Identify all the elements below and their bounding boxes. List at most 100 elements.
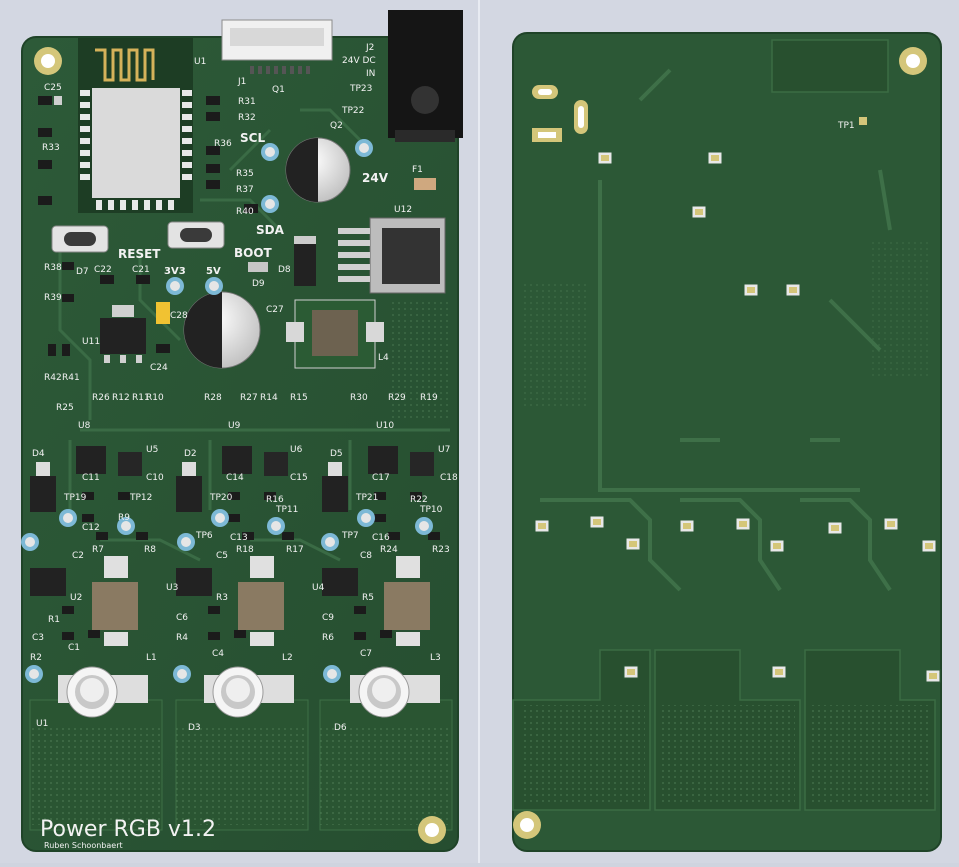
label-tp11: TP11	[275, 505, 298, 515]
esp-module	[78, 38, 193, 213]
label-u8: U8	[78, 421, 91, 431]
label-u11: U11	[82, 337, 100, 347]
board-author: Ruben Schoonbaert	[44, 841, 123, 850]
regulator-u12	[338, 217, 446, 294]
label-d5: D5	[330, 449, 343, 459]
label-tp7: TP7	[341, 531, 359, 541]
label-u6: U6	[290, 445, 303, 455]
label-c14: C14	[226, 473, 244, 483]
label-r31: R31	[238, 97, 256, 107]
label-tp21: TP21	[355, 493, 378, 503]
label-tp1: TP1	[837, 121, 855, 131]
label-c11: C11	[82, 473, 100, 483]
label-j1: J1	[237, 77, 246, 87]
label-c3: C3	[32, 633, 44, 643]
label-5v: 5V	[206, 266, 221, 277]
label-d9: D9	[252, 279, 265, 289]
label-r5: R5	[362, 593, 374, 603]
label-u3: U3	[166, 583, 178, 593]
label-tp23: TP23	[349, 84, 372, 94]
label-q1: Q1	[272, 85, 285, 95]
label-r24: R24	[380, 545, 398, 555]
channel-3	[322, 446, 440, 718]
label-c4: C4	[212, 649, 224, 659]
label-r26: R26	[92, 393, 110, 403]
label-c28: C28	[170, 311, 188, 321]
label-r3: R3	[216, 593, 228, 603]
front-view: U1 J1 J2 24V DC IN TP23 TP22 R31 R32 R36…	[0, 0, 478, 863]
inductor-l4	[286, 299, 384, 369]
label-in: IN	[366, 69, 375, 79]
label-r17: R17	[286, 545, 304, 555]
label-l3: L3	[430, 653, 441, 663]
label-r30: R30	[350, 393, 368, 403]
label-u4: U4	[312, 583, 325, 593]
label-r33: R33	[42, 143, 60, 153]
pcb-board-back	[512, 32, 942, 852]
label-c24: C24	[150, 363, 168, 373]
reset-button	[51, 225, 109, 253]
label-r27: R27	[240, 393, 258, 403]
label-u9: U9	[228, 421, 241, 431]
back-test-pads	[534, 151, 941, 683]
label-c21: C21	[132, 265, 150, 275]
label-u12: U12	[394, 205, 412, 215]
label-tp6: TP6	[195, 531, 213, 541]
label-l2: L2	[282, 653, 293, 663]
label-f1: F1	[412, 165, 423, 175]
label-c2: C2	[72, 551, 84, 561]
label-tp22: TP22	[341, 106, 364, 116]
mounting-hole-br	[513, 811, 541, 839]
label-r8: R8	[144, 545, 156, 555]
label-d3: D3	[188, 723, 201, 733]
label-r38: R38	[44, 263, 62, 273]
label-r40: R40	[236, 207, 254, 217]
label-c10: C10	[146, 473, 164, 483]
label-u1: U1	[194, 57, 206, 67]
label-u5: U5	[146, 445, 158, 455]
label-r10: R10	[146, 393, 164, 403]
channel-blocks	[30, 446, 440, 718]
label-l4: L4	[378, 353, 389, 363]
label-r28: R28	[204, 393, 222, 403]
label-r36: R36	[214, 139, 232, 149]
label-r41: R41	[62, 373, 80, 383]
label-c1: C1	[68, 643, 80, 653]
label-r19: R19	[420, 393, 438, 403]
label-r1: R1	[48, 615, 60, 625]
mounting-hole-tr	[899, 47, 927, 75]
dc-jack-j2	[388, 10, 463, 142]
label-u7: U7	[438, 445, 450, 455]
label-boot: BOOT	[234, 246, 273, 260]
label-dcin: 24V DC	[342, 56, 376, 66]
label-3v3: 3V3	[164, 266, 186, 277]
label-d6: D6	[334, 723, 347, 733]
label-tp10: TP10	[419, 505, 443, 515]
label-u2: U2	[70, 593, 82, 603]
label-r39: R39	[44, 293, 62, 303]
label-c6: C6	[176, 613, 188, 623]
label-scl: SCL	[240, 131, 265, 145]
test-points	[21, 139, 433, 683]
label-r22: R22	[410, 495, 428, 505]
label-u1-led: U1	[36, 719, 48, 729]
back-view: TP1	[480, 0, 959, 863]
label-r32: R32	[238, 113, 256, 123]
label-c22: C22	[94, 265, 112, 275]
label-tp20: TP20	[209, 493, 233, 503]
label-q2: Q2	[330, 121, 343, 131]
label-j2: J2	[365, 43, 374, 53]
label-r16: R16	[266, 495, 284, 505]
label-r15: R15	[290, 393, 308, 403]
channel-1	[30, 446, 148, 718]
label-r25: R25	[56, 403, 74, 413]
label-c8: C8	[360, 551, 372, 561]
electrolytic-cap-c27	[183, 291, 261, 369]
label-r14: R14	[260, 393, 278, 403]
label-c5: C5	[216, 551, 228, 561]
label-r42: R42	[44, 373, 62, 383]
label-d2: D2	[184, 449, 197, 459]
label-c15: C15	[290, 473, 308, 483]
diode-d8	[294, 236, 316, 286]
label-r11: R11	[132, 393, 150, 403]
